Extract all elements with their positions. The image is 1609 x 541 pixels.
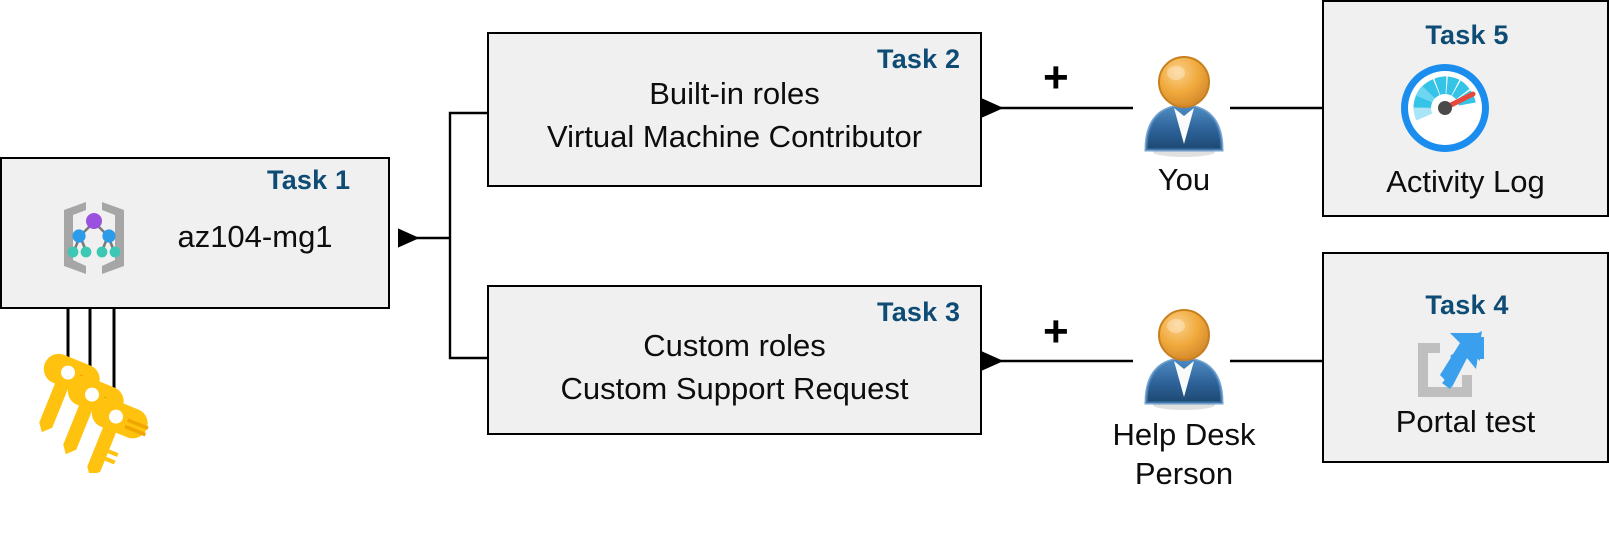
keys-icon — [34, 348, 154, 477]
task1-label: Task 1 — [267, 165, 351, 195]
task1-box[interactable] — [0, 157, 390, 309]
actor-label-you: You — [1157, 162, 1211, 197]
task4-label: Task 4 — [1425, 290, 1509, 320]
task5-text: Activity Log — [1386, 164, 1545, 199]
user-icon-you — [1136, 52, 1232, 158]
task2-box[interactable] — [487, 32, 982, 187]
task2-text-line1: Built-in roles — [649, 76, 820, 111]
bracket-connector — [398, 111, 487, 360]
task1-text: az104-mg1 — [177, 219, 333, 254]
external-link-icon — [1404, 325, 1490, 411]
task3-label: Task 3 — [877, 297, 961, 327]
task3-text-line2: Custom Support Request — [560, 371, 909, 406]
task2-label: Task 2 — [877, 44, 961, 74]
plus-sign-helpdesk: + — [1043, 307, 1069, 356]
task4-text: Portal test — [1395, 404, 1536, 439]
actor-label-helpdesk-line2: Person — [1134, 456, 1234, 491]
gauge-icon — [1397, 60, 1493, 156]
task3-text-line1: Custom roles — [643, 328, 826, 363]
management-group-icon — [48, 196, 140, 276]
user-icon-helpdesk — [1136, 305, 1232, 411]
task3-box[interactable] — [487, 285, 982, 435]
task5-label: Task 5 — [1425, 20, 1509, 50]
actor-label-helpdesk-line1: Help Desk — [1112, 417, 1256, 452]
plus-sign-you: + — [1043, 53, 1069, 102]
task2-text-line2: Virtual Machine Contributor — [546, 119, 923, 154]
